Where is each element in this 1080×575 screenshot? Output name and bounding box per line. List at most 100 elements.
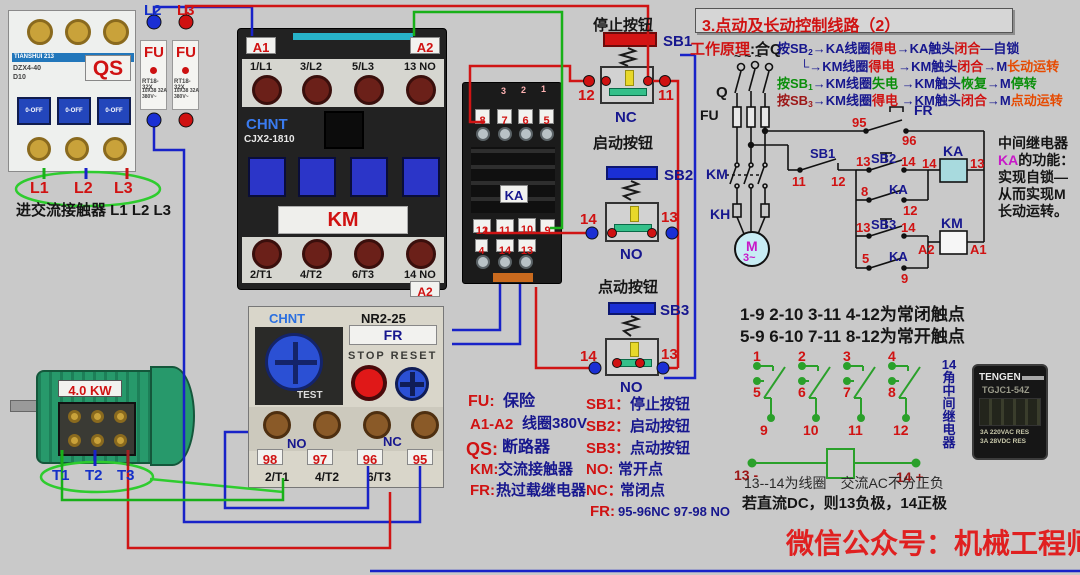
breaker-caption: 进交流接触器 L1 L2 L3 <box>16 202 172 219</box>
schematic-q: Q <box>716 84 728 101</box>
sb3-num-left: 14 <box>580 348 597 365</box>
ka-screw <box>476 255 490 269</box>
ka-tiny-num: 3 <box>501 86 507 96</box>
relay-contact-diagram <box>747 362 921 479</box>
breaker-toggle[interactable]: 0-OFF <box>57 97 91 125</box>
stop-reset-label: STOP RESET <box>348 350 438 362</box>
contactor-model: CJX2-1810 <box>244 134 295 145</box>
contactor-top-terminal-strip: 1/L1 3/L2 5/L3 13 NO <box>242 59 444 107</box>
stop-button[interactable] <box>351 365 387 401</box>
sb3-body <box>605 338 659 376</box>
ka-top-num: 7 <box>501 115 508 127</box>
toggle-label: 0-OFF <box>65 108 83 114</box>
thermal-screw <box>411 411 439 439</box>
ka-screw <box>476 127 490 141</box>
thermal-screw <box>263 411 291 439</box>
legend-value: 线圈380V <box>522 415 588 432</box>
legend-key: NO: <box>586 461 614 478</box>
motor-terminal <box>114 434 127 447</box>
thermal-terminal-strip <box>249 407 443 451</box>
sb1-caption: 停止按钮 <box>593 17 654 34</box>
breaker-screw <box>65 19 91 45</box>
ka-bottom-chip: 11 <box>496 219 514 237</box>
tengen-brand-bar <box>1022 376 1044 380</box>
thermal-dial[interactable] <box>265 333 323 391</box>
sb2-num-left: 14 <box>580 211 597 228</box>
motor-terminal <box>114 410 127 423</box>
legend-key: KM: <box>470 461 499 478</box>
breaker-phase-l2: L2 <box>74 180 93 197</box>
relay-num-mid: 6 <box>798 384 806 400</box>
relay-num-bottom: 10 <box>803 422 819 438</box>
schematic-ka-a: KA <box>889 182 908 197</box>
motor-shaft <box>10 400 38 412</box>
fr-tag: FR <box>383 327 403 343</box>
page-title: 3.点动及长动控制线路（2） <box>702 18 901 35</box>
sb2-body <box>605 202 659 242</box>
ka-pins <box>493 273 533 282</box>
legend-value: 95-96NC 97-98 NO <box>618 504 730 519</box>
contactor-screw <box>302 239 332 269</box>
contactor-top-strip <box>293 33 413 40</box>
relay-num-top: 3 <box>843 348 851 364</box>
sb1-stem <box>625 70 634 86</box>
legend-value: 点动按钮 <box>630 440 691 457</box>
ka-bottom-num: 9 <box>544 225 551 237</box>
schematic-12: 12 <box>831 174 846 189</box>
circuit-breaker-photo: TIANSHUI 213 DZX4-40 D10 QS 0-OFF 0-OFF … <box>8 10 136 172</box>
legend-key: SB3： <box>586 440 631 457</box>
schematic-motor-m: M <box>746 238 758 254</box>
legend-value: 启动按钮 <box>630 418 691 435</box>
breaker-toggle[interactable]: 0-OFF <box>17 97 51 125</box>
ka-screw <box>519 255 533 269</box>
breaker-screw <box>103 137 127 161</box>
sb2-button-cap[interactable] <box>606 166 658 180</box>
schematic-12b: 12 <box>903 203 918 218</box>
schematic-sb3-14: 14 <box>901 220 916 235</box>
num-97: 97 <box>312 452 328 467</box>
legend-key: QS: <box>466 439 499 459</box>
reset-button[interactable] <box>395 367 429 401</box>
fuse-model: RT18-32X <box>142 79 159 91</box>
thermal-num-chip: 96 <box>357 449 383 467</box>
thermal-num-chip: 98 <box>257 449 283 467</box>
relay-vertical-label: 14 角 中 间 继 电 器 <box>941 357 957 450</box>
thermal-no-label: NO <box>287 436 307 451</box>
contactor-photo: A1 A2 1/L1 3/L2 5/L3 13 NO CHNT CJX2-181… <box>237 28 447 299</box>
breaker-toggle[interactable]: 0-OFF <box>97 97 131 125</box>
ka-screw <box>498 127 512 141</box>
breaker-phase-l3: L3 <box>114 180 133 197</box>
thermal-bottom-label: 6/T3 <box>367 470 392 484</box>
sb2-contact-bar <box>614 224 652 232</box>
schematic-ka-14: 14 <box>922 156 937 171</box>
ka-tiny-num: 2 <box>521 85 527 95</box>
relay-num-bottom: 12 <box>893 422 909 438</box>
principle-line-1: 按SB2→KA线圈得电→KA触头闭合—自锁 <box>777 41 1020 58</box>
ka-note-line: 实现自锁— <box>998 169 1068 185</box>
sb1-button-cap[interactable] <box>603 32 657 47</box>
motor-end-cap <box>150 366 195 466</box>
principle-intro: 工作原理:合Q <box>690 41 782 58</box>
contactor-screw <box>354 239 384 269</box>
ka-lower-chip: 13 <box>518 239 536 257</box>
ka-tiny-num: 1 <box>541 84 547 94</box>
sb3-button-cap[interactable] <box>608 302 656 315</box>
motor-t3-label: T3 <box>117 467 135 484</box>
breaker-model: DZX4-40 <box>13 65 42 72</box>
legend-key: SB1： <box>586 396 631 413</box>
sb3-stem <box>630 342 639 357</box>
legend-key: NC： <box>586 482 623 499</box>
schematic-fu: FU <box>700 107 719 123</box>
breaker-phase-l1: L1 <box>30 180 49 197</box>
sb2-caption: 启动按钮 <box>593 135 654 152</box>
num-95: 95 <box>412 452 428 467</box>
relay-num-top: 4 <box>888 348 896 364</box>
fu-tag: FU <box>144 44 164 61</box>
contactor-screw <box>406 75 436 105</box>
legend-value: 交流接触器 <box>498 461 574 478</box>
schematic-a1: A1 <box>970 242 987 257</box>
relay-num-top: 2 <box>798 348 806 364</box>
ka-note-line: 长动运转。 <box>998 203 1068 219</box>
ka-lower-num: 14 <box>498 245 512 257</box>
